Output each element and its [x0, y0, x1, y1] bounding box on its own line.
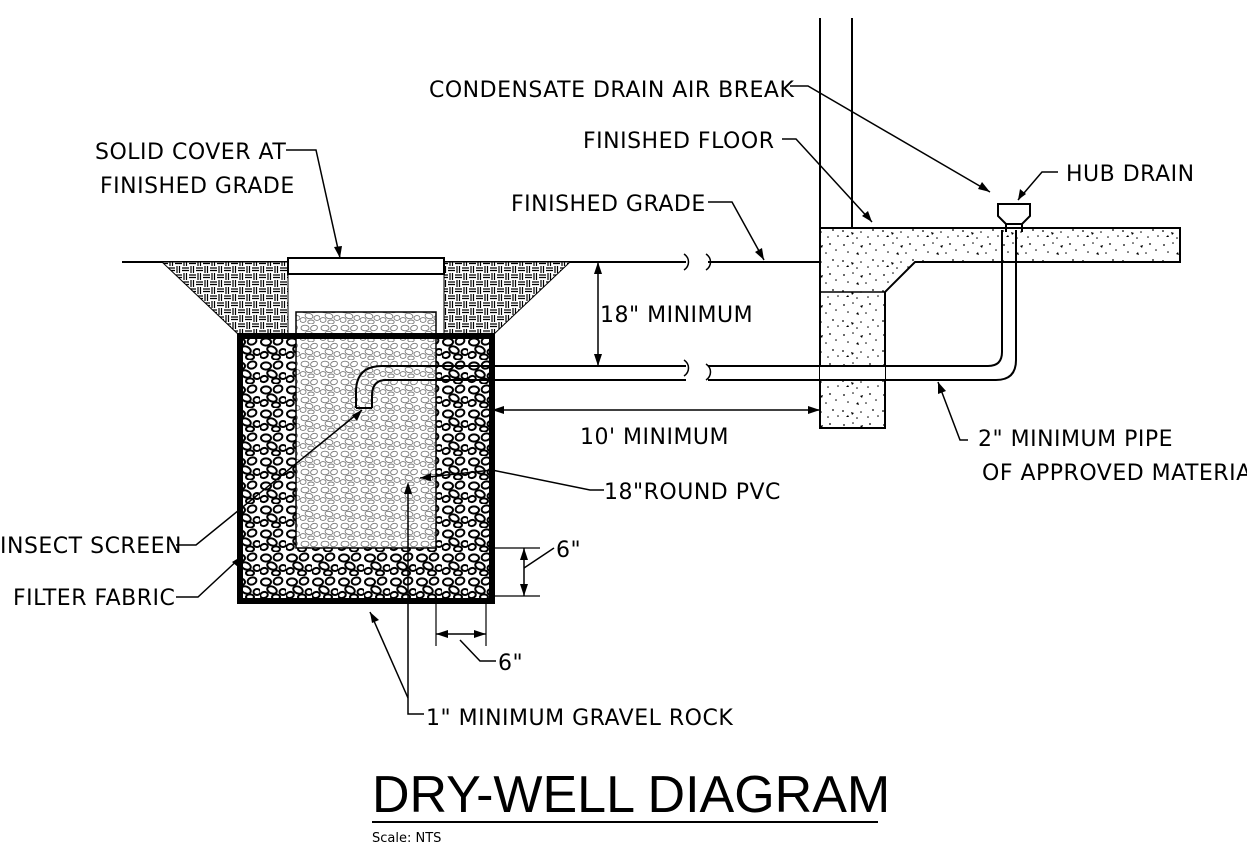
label-solid-cover-line2: FINISHED GRADE: [100, 174, 295, 199]
label-insect-screen: INSECT SCREEN: [0, 534, 182, 559]
label-finished-floor: FINISHED FLOOR: [583, 129, 774, 154]
pvc-tube: [295, 311, 437, 549]
filter-fabric-border: [237, 333, 495, 604]
label-hub-drain: HUB DRAIN: [1066, 162, 1195, 187]
label-finished-grade: FINISHED GRADE: [511, 192, 706, 217]
solid-cover: [287, 257, 445, 275]
drain-pipe-bottom-left: [371, 379, 686, 408]
label-min-pipe-line1: 2" MINIMUM PIPE: [978, 427, 1173, 452]
concrete-slab-footing: [819, 227, 1181, 429]
label-10-minimum: 10' MINIMUM: [580, 425, 729, 450]
pipe-through-footing-mask: [820, 366, 885, 380]
grade-break-symbol: [683, 253, 712, 271]
soil-backfill-right: [443, 261, 572, 337]
drain-pipe-top-left: [355, 365, 686, 408]
label-condensate-drain-air-break: CONDENSATE DRAIN AIR BREAK: [429, 78, 794, 103]
pipe-break-symbol: [683, 359, 712, 381]
drain-pipe-bottom-right: [708, 230, 1017, 381]
label-min-pipe-line2: OF APPROVED MATERIAL: [982, 461, 1247, 486]
drain-pipe-top-right: [708, 230, 1003, 367]
dim-6-bottom-arrows: [436, 630, 486, 638]
dim-18-min-arrows: [594, 262, 602, 366]
label-6-inch-right: 6": [556, 538, 581, 563]
label-round-pvc: 18"ROUND PVC: [604, 480, 781, 505]
label-gravel-rock: 1" MINIMUM GRAVEL ROCK: [426, 706, 733, 731]
soil-backfill-left: [160, 261, 289, 337]
hub-drain: [997, 203, 1031, 225]
label-solid-cover-line1: SOLID COVER AT: [95, 140, 286, 165]
scale-note: Scale: NTS: [372, 831, 441, 846]
diagram-title: DRY-WELL DIAGRAM: [372, 766, 890, 824]
leader-arrowheads: [232, 182, 1026, 623]
label-18-minimum: 18" MINIMUM: [600, 303, 753, 328]
leader-lines: [176, 85, 1058, 715]
dim-6-right-arrows: [520, 548, 528, 596]
label-filter-fabric: FILTER FABRIC: [13, 586, 175, 611]
label-6-inch-bottom: 6": [498, 651, 523, 676]
